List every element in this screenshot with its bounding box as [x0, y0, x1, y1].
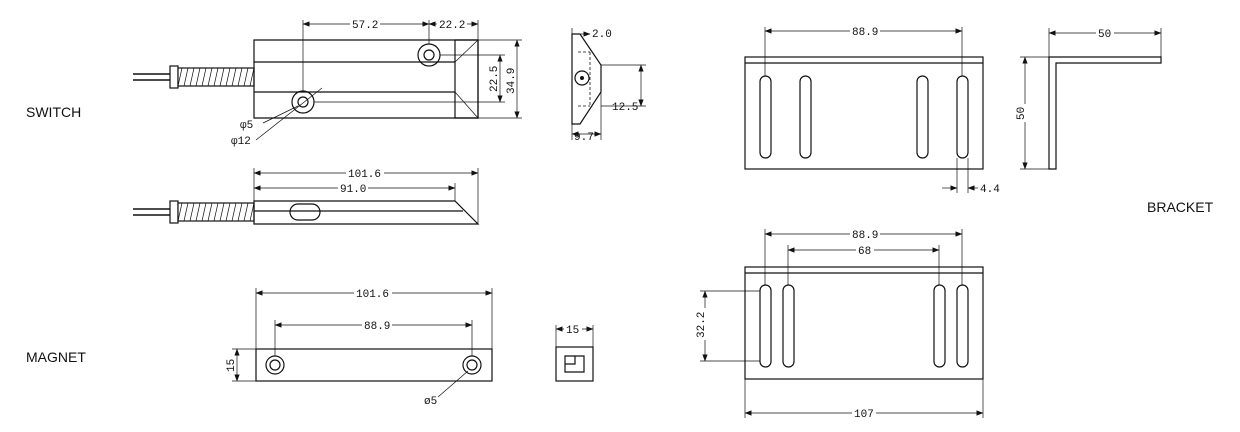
- switch-label: SWITCH: [26, 104, 81, 120]
- dim-bracket-bot-88-9: 88.9: [852, 230, 878, 242]
- magnet-hole-inner: [269, 359, 281, 371]
- dim-magnet-end-15: 15: [566, 325, 579, 337]
- magnet-end-view: 15: [555, 322, 594, 382]
- dim-hole-12: φ12: [231, 136, 251, 148]
- magnet-hole-inner: [466, 359, 478, 371]
- dim-magnet-hole-5: ø5: [424, 396, 437, 408]
- bracket-slot: [759, 75, 772, 159]
- dim-magnet-88-9: 88.9: [364, 321, 390, 333]
- bracket-slot: [956, 75, 969, 159]
- bracket-slot: [916, 75, 929, 159]
- magnet-label: MAGNET: [26, 349, 86, 365]
- mount-hole-outer: [417, 43, 441, 67]
- magnet-end-body: [555, 346, 594, 382]
- bracket-slot: [799, 75, 812, 159]
- dim-magnet-15: 15: [226, 359, 238, 372]
- dim-57-2: 57.2: [352, 20, 378, 32]
- bracket-slot: [956, 284, 969, 368]
- magnet-hole-outer: [462, 355, 482, 375]
- end-profile: [571, 33, 602, 125]
- mount-hole-inner: [297, 96, 309, 108]
- cable-gland: [169, 200, 179, 224]
- bracket-slot: [933, 284, 946, 368]
- dim-bracket-50h: 50: [1016, 107, 1028, 120]
- cable-gland: [169, 65, 179, 89]
- dim-bracket-88-9: 88.9: [852, 27, 878, 39]
- switch-side-body: [253, 200, 480, 225]
- mount-hole-outer: [291, 90, 315, 114]
- dim-22-5: 22.5: [489, 66, 501, 92]
- dim-magnet-101-6: 101.6: [356, 289, 389, 301]
- bracket-front-view: 88.9 4.4: [744, 24, 1000, 196]
- bracket-label: BRACKET: [1147, 199, 1214, 215]
- armored-conduit: [177, 67, 255, 87]
- dim-bracket-68: 68: [858, 246, 871, 258]
- switch-top-view: 57.2 22.2 22.5 34.9 φ5 φ12: [133, 17, 522, 148]
- dim-34-9: 34.9: [506, 68, 518, 94]
- dim-bracket-107: 107: [854, 409, 874, 421]
- mount-hole-inner: [423, 49, 435, 61]
- dim-9-7: 9.7: [574, 132, 594, 144]
- bracket-slot: [782, 284, 795, 368]
- dim-bracket-32-2: 32.2: [696, 312, 708, 338]
- switch-body: [253, 39, 479, 119]
- dim-hole-5: φ5: [240, 120, 253, 132]
- bracket-l-profile: [1048, 56, 1162, 170]
- bracket-bottom-view: 88.9 68 32.2 107: [696, 227, 984, 421]
- armored-conduit: [177, 202, 255, 222]
- dim-101-6: 101.6: [348, 169, 381, 181]
- end-hole: [574, 70, 590, 86]
- magnet-body: [255, 348, 493, 382]
- bracket-side-view: 50 50: [1016, 26, 1162, 170]
- bracket-plate-2: [744, 266, 984, 380]
- switch-side-view: 101.6 91.0: [133, 166, 480, 225]
- dim-2-0: 2.0: [592, 29, 612, 41]
- dim-91-0: 91.0: [340, 184, 366, 196]
- magnet-hole-outer: [265, 355, 285, 375]
- side-window: [289, 203, 321, 221]
- switch-end-view: 2.0 12.5 9.7: [571, 28, 646, 144]
- dim-22-2: 22.2: [439, 20, 465, 32]
- magnet-view: 101.6 88.9 15 ø5: [226, 286, 493, 408]
- dim-bracket-4-4: 4.4: [980, 184, 1000, 196]
- bracket-plate: [744, 56, 984, 170]
- dim-bracket-50w: 50: [1098, 29, 1111, 41]
- bracket-slot: [759, 284, 772, 368]
- dim-12-5: 12.5: [612, 102, 638, 114]
